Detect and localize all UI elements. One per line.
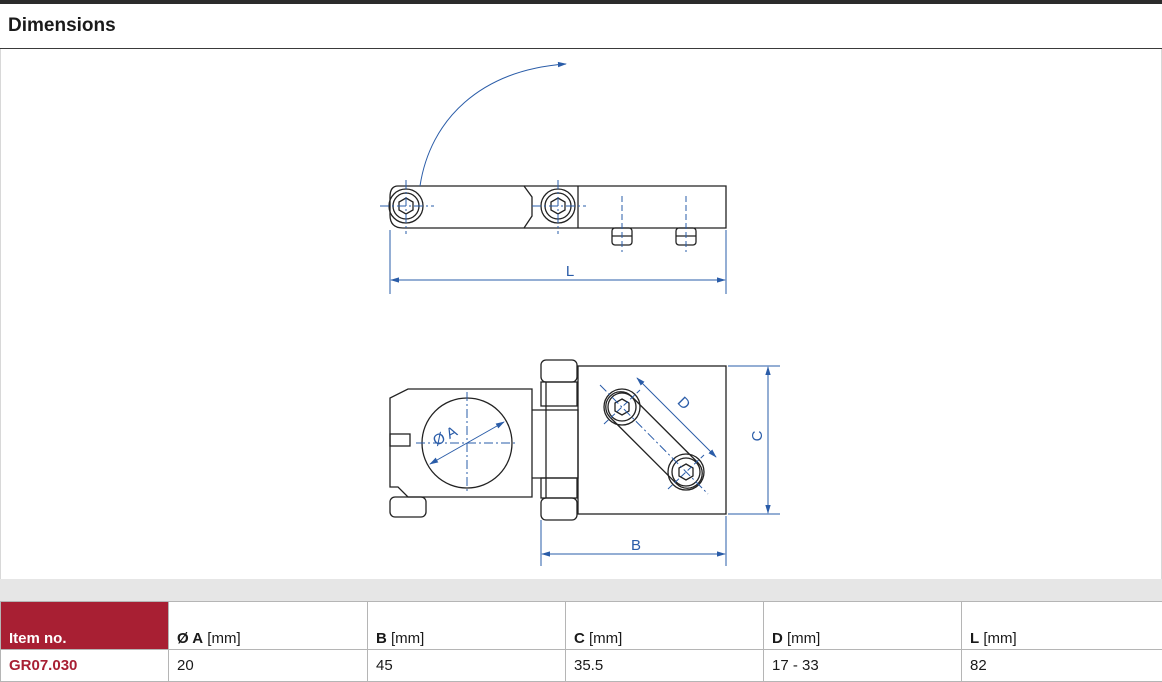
top-view-outline (389, 185, 533, 229)
dimension-d-line (636, 377, 717, 458)
dimension-a-line (429, 421, 505, 465)
label-a: Ø A (430, 423, 460, 450)
header-l: L [mm] (961, 601, 1162, 650)
label-l: L (566, 263, 574, 280)
header-unit: [mm] (391, 630, 425, 647)
hinge-pin (540, 359, 578, 383)
technical-drawing: L Ø A D C (380, 61, 780, 566)
header-symbol: B (376, 630, 387, 647)
header-unit: [mm] (589, 630, 623, 647)
cell-l: 82 (961, 649, 1162, 682)
top-view-body (524, 185, 727, 229)
header-unit: [mm] (983, 630, 1017, 647)
cell-a: 20 (168, 649, 368, 682)
header-label: Item no. (9, 630, 67, 647)
header-item-no: Item no. (0, 601, 169, 650)
top-rule (0, 0, 1162, 4)
header-unit: [mm] (787, 630, 821, 647)
clamp-body (389, 388, 533, 498)
dimensions-table: Item no. Ø A [mm] B [mm] C [mm] D [mm] L… (0, 601, 1162, 682)
cell-c: 35.5 (565, 649, 764, 682)
header-c: C [mm] (565, 601, 764, 650)
header-a: Ø A [mm] (168, 601, 368, 650)
cell-d: 17 - 33 (763, 649, 962, 682)
front-view-dimensions (416, 365, 780, 566)
header-symbol: L (970, 630, 980, 647)
mounting-plate (577, 365, 727, 515)
label-c: C (749, 430, 766, 441)
section-title: Dimensions (8, 15, 116, 36)
header-d: D [mm] (763, 601, 962, 650)
header-b: B [mm] (367, 601, 566, 650)
title-divider (0, 48, 1162, 49)
cell-b: 45 (367, 649, 566, 682)
header-symbol: D (772, 630, 783, 647)
table-header-row: Item no. Ø A [mm] B [mm] C [mm] D [mm] L… (0, 601, 1162, 650)
label-b: B (631, 537, 641, 554)
hinge-pin (540, 497, 578, 521)
header-symbol: Ø A (177, 630, 204, 647)
clamp-screw (389, 496, 427, 518)
header-symbol: C (574, 630, 585, 647)
table-row: GR07.030 20 45 35.5 17 - 33 82 (0, 649, 1162, 682)
label-d: D (674, 394, 694, 414)
rotation-arrow (419, 61, 567, 187)
header-unit: [mm] (207, 630, 241, 647)
top-view-centerlines (380, 61, 727, 294)
cell-item-no[interactable]: GR07.030 (0, 649, 169, 682)
table-header-band (0, 579, 1162, 601)
